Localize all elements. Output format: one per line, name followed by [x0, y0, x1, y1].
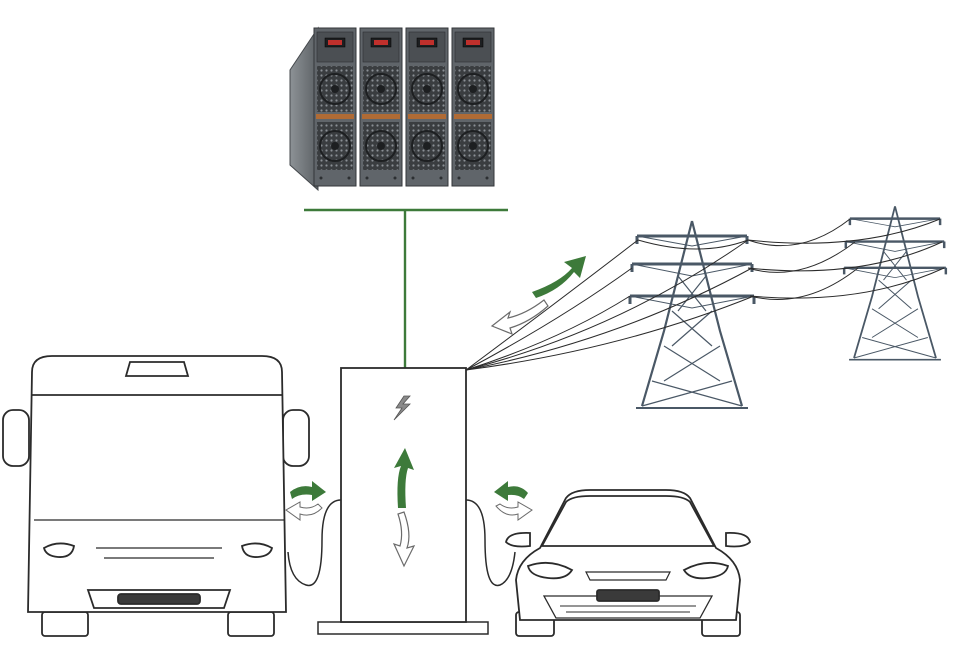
transmission-tower-far — [842, 205, 948, 361]
car-discharge-arrow-icon — [495, 501, 533, 521]
tower-interconnect-lines — [637, 218, 945, 300]
dc-bus-connection — [304, 208, 508, 378]
charger-down-arrow-icon — [392, 511, 416, 568]
power-module-rack — [289, 26, 495, 192]
bus-license-plate — [117, 593, 201, 605]
bus-right-mirror — [282, 409, 310, 467]
bus-right-wheel — [227, 611, 275, 637]
grid-feed-lines — [465, 239, 755, 371]
electric-car — [505, 489, 751, 637]
car-upper-grille — [585, 571, 671, 581]
bus-destination-sign — [124, 361, 190, 377]
bus-left-headlight — [42, 542, 76, 558]
car-license-plate — [596, 589, 660, 602]
power-module-2 — [359, 27, 403, 187]
bus-flow-arrows — [285, 481, 326, 521]
power-module-4 — [451, 27, 495, 187]
car-flow-arrows — [494, 481, 533, 521]
charger-base — [317, 621, 489, 635]
charging-cables — [287, 499, 516, 587]
bus-charging-cable — [287, 499, 342, 587]
bus-discharge-arrow-icon — [285, 501, 323, 521]
bus-charge-arrow-icon — [290, 481, 326, 501]
grid-flow-arrows — [490, 256, 586, 336]
power-module-1 — [313, 27, 357, 187]
power-module-3 — [405, 27, 449, 187]
transmission-grid — [465, 205, 948, 410]
electric-bus — [2, 355, 310, 637]
charging-pile — [317, 367, 489, 635]
car-left-headlight — [526, 561, 574, 580]
car-charging-cable — [465, 499, 516, 587]
car-left-mirror — [505, 532, 531, 548]
bus-left-wheel — [41, 611, 89, 637]
charger-up-arrow-icon — [394, 448, 414, 508]
grid-export-arrow-icon — [532, 256, 586, 298]
grid-import-arrow-icon — [490, 299, 549, 336]
rack-side-panel — [289, 26, 319, 192]
lightning-bolt-icon — [393, 395, 411, 421]
car-charge-arrow-icon — [494, 481, 528, 501]
car-right-mirror — [725, 532, 751, 548]
bus-left-mirror — [2, 409, 30, 467]
car-windshield — [540, 495, 716, 547]
car-right-headlight — [682, 561, 730, 580]
bus-right-headlight — [240, 542, 274, 558]
